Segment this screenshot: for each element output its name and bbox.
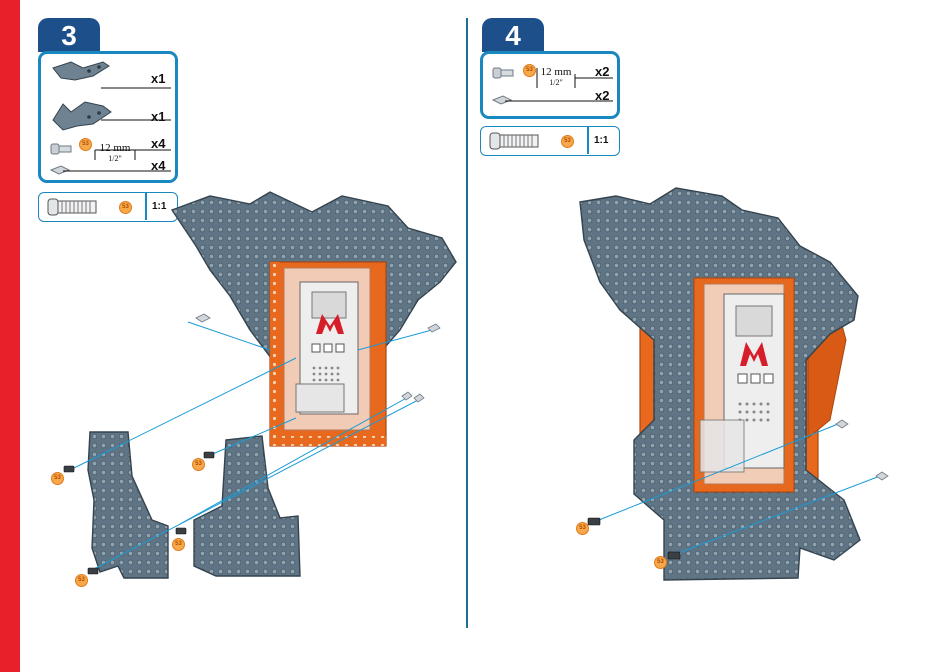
step-4-parts-box: 53 12 mm 1/2" x2 x2 — [480, 51, 620, 119]
screw-length-mm: 12 mm — [95, 142, 135, 154]
part-qty: x4 — [151, 158, 165, 173]
part-number-badge: 53 — [523, 64, 536, 77]
callout-badge: 53 — [75, 574, 88, 587]
part-qty: x2 — [595, 64, 609, 79]
step-4-number: 4 — [482, 18, 544, 52]
callout-badge: 53 — [192, 458, 205, 471]
scale-ratio: 1:1 — [594, 135, 608, 146]
callout-badge: 53 — [51, 472, 64, 485]
scale-ratio: 1:1 — [152, 201, 166, 212]
part-number-badge: 53 — [561, 135, 574, 148]
part-qty: x4 — [151, 136, 165, 151]
page-edge-bar — [0, 0, 20, 672]
callout-badge: 53 — [172, 538, 185, 551]
screw-length-mm: 12 mm — [536, 66, 576, 78]
step-3-assembly — [64, 192, 456, 578]
step-3-parts-box: x1 x1 53 12 mm 1/2" x4 x4 — [38, 51, 178, 183]
scale-separator — [587, 127, 589, 154]
step-4-assembly — [580, 188, 888, 580]
part-qty: x1 — [151, 109, 165, 124]
step-3-number: 3 — [38, 18, 100, 52]
callout-badge: 53 — [576, 522, 589, 535]
step-divider — [466, 18, 468, 628]
screw-length-inch: 1/2" — [95, 154, 135, 163]
part-qty: x1 — [151, 71, 165, 86]
step-4-scale-box: 53 1:1 — [480, 126, 620, 156]
step-3-scale-box: 53 1:1 — [38, 192, 178, 222]
part-number-badge: 53 — [79, 138, 92, 151]
part-qty: x2 — [595, 88, 609, 103]
callout-badge: 53 — [654, 556, 667, 569]
screw-length-inch: 1/2" — [536, 78, 576, 87]
part-number-badge: 53 — [119, 201, 132, 214]
scale-separator — [145, 193, 147, 220]
